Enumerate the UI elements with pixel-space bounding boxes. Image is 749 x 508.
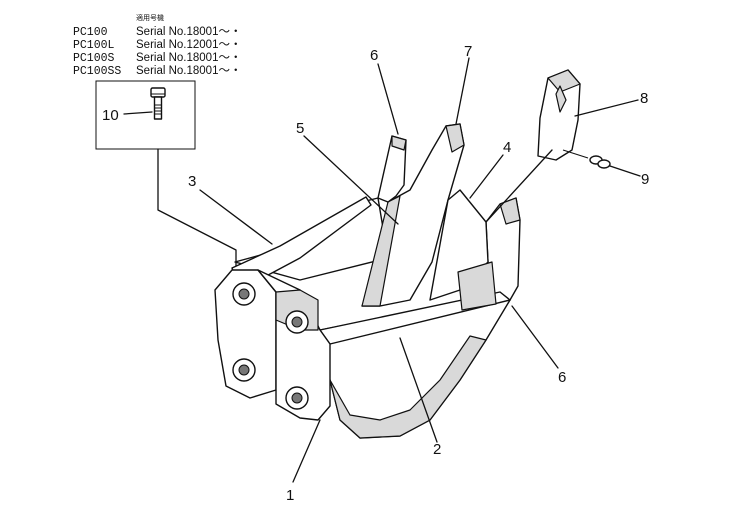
callout-6-upper: 6 <box>370 47 378 64</box>
model-pc100ss: PC100SS <box>73 65 121 78</box>
serial-pc100l: Serial No.12001～・ <box>136 39 241 51</box>
callout-9: 9 <box>641 171 649 188</box>
applicability-header: 適用号機 <box>136 13 164 22</box>
callout-6-lower: 6 <box>558 369 566 386</box>
model-pc100: PC100 <box>73 26 108 39</box>
callout-8: 8 <box>640 90 648 107</box>
callout-3: 3 <box>188 173 196 190</box>
callout-2: 2 <box>433 441 441 458</box>
callout-5: 5 <box>296 120 304 137</box>
serial-pc100ss: Serial No.18001～・ <box>136 65 241 77</box>
bucket-assembly <box>214 123 521 439</box>
bolt-icon <box>150 87 166 120</box>
model-pc100l: PC100L <box>73 39 115 52</box>
serial-pc100s: Serial No.18001～・ <box>136 52 241 64</box>
tooth-pin <box>562 149 611 169</box>
bolt-leader-line <box>157 148 237 269</box>
callout-7: 7 <box>464 43 472 60</box>
serial-pc100: Serial No.18001～・ <box>136 26 241 38</box>
leader-lines <box>199 57 641 483</box>
applicability-table: 適用号機 PC100 Serial No.18001～・ PC100L Seri… <box>73 13 241 78</box>
callout-10: 10 <box>102 107 119 124</box>
pin-bracket <box>214 269 331 421</box>
tooth-point <box>537 69 581 161</box>
callout-4: 4 <box>503 139 511 156</box>
model-pc100s: PC100S <box>73 52 115 65</box>
callout-1: 1 <box>286 487 294 504</box>
bolt-detail-box: 10 <box>95 80 196 150</box>
